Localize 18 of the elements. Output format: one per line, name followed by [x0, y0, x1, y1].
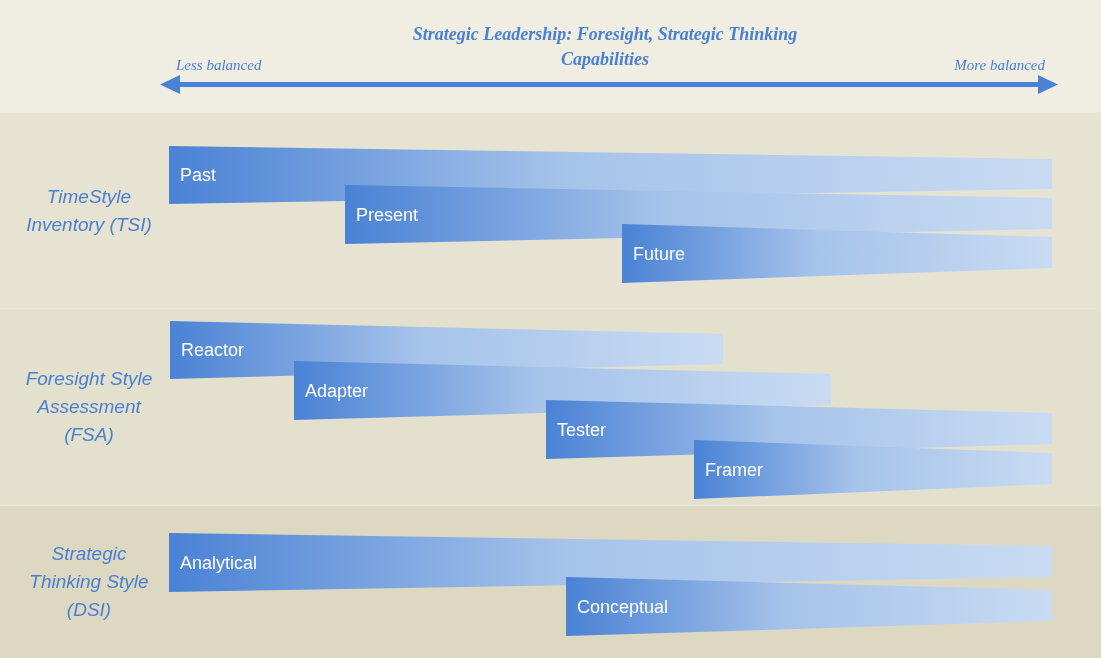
row-label: Strategic Thinking Style (DSI)	[28, 542, 150, 622]
bar-label: Framer	[705, 460, 763, 479]
row-band	[0, 308, 1101, 505]
bar-label: Past	[180, 166, 217, 184]
axis-end-label: Less balanced	[176, 56, 262, 75]
axis-end-label: More balanced	[954, 56, 1045, 75]
bar-label: Reactor	[181, 341, 245, 359]
row-label: TimeStyle Inventory (TSI)	[25, 184, 153, 237]
bar-label: Adapter	[305, 381, 369, 400]
row-band	[0, 112, 1101, 308]
bar-label: Present	[356, 205, 419, 224]
bar-label: Tester	[557, 420, 607, 439]
row-band	[0, 505, 1101, 658]
bar-label: Future	[633, 244, 686, 263]
bar-label: Analytical	[180, 553, 258, 572]
row-label: Foresight Style Assessment (FSA)	[24, 367, 154, 447]
diagram-title: Strategic Leadership: Foresight, Strategic Thinking Capabilities	[411, 23, 799, 71]
bar-label: Conceptual	[577, 597, 669, 616]
